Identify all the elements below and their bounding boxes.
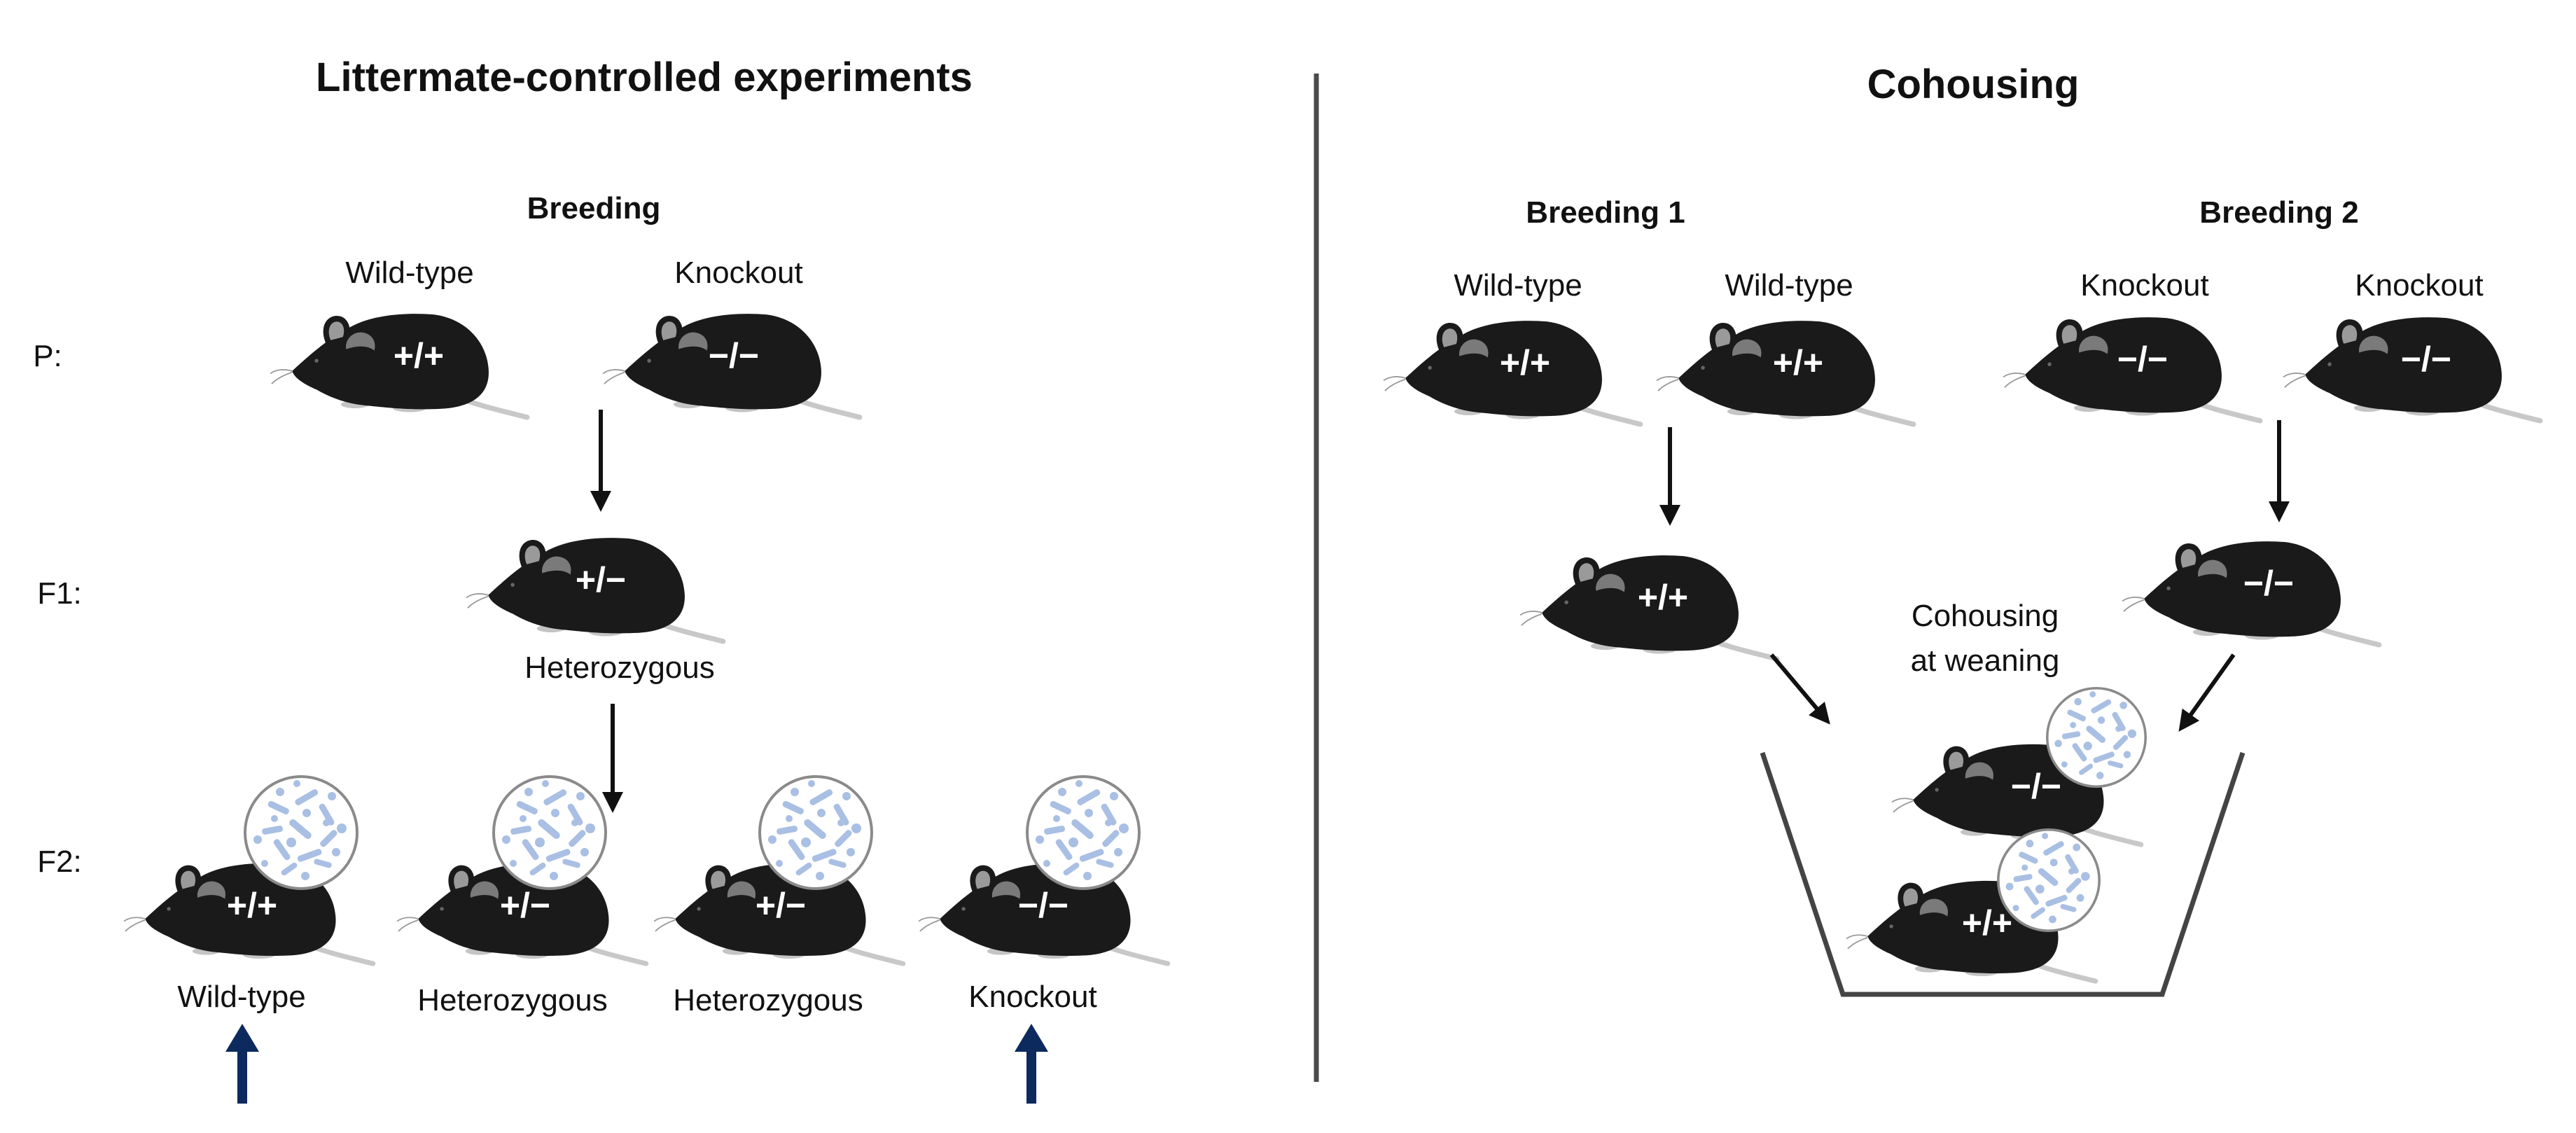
breeding1-parent-genotype: +/+ (1500, 343, 1550, 382)
f2-genotype: −/− (1018, 886, 1068, 925)
cohoused-mouse-wild-type: +/+ (1846, 828, 2101, 981)
mouse-icon: −/− (2122, 541, 2379, 645)
parent-genotype-knockout: −/− (709, 336, 759, 375)
breeding1-parent-label: Wild-type (1454, 268, 1582, 303)
f2-genotype: +/+ (227, 886, 277, 925)
f2-offspring-4: −/− Knockout (919, 775, 1168, 1014)
f1-label: Heterozygous (524, 651, 714, 685)
mouse-icon: +/+ (1384, 321, 1641, 424)
mouse-icon: +/+ (1520, 555, 1777, 659)
mouse-icon: +/+ (1657, 321, 1914, 424)
cohoused-mouse-knockout: −/− (1892, 687, 2147, 844)
generation-label-p: P: (33, 339, 62, 373)
f2-offspring-2: +/− Heterozygous (397, 775, 646, 1017)
f2-offspring-1: +/+ Wild-type (124, 775, 373, 1014)
parent-label-wild-type: Wild-type (345, 256, 473, 290)
selection-arrow-icon (225, 1024, 259, 1104)
generation-label-f2: F2: (37, 844, 82, 879)
generation-label-f1: F1: (37, 576, 82, 611)
selection-arrow-icon (1015, 1024, 1048, 1104)
breeding2-offspring-genotype: −/− (2243, 564, 2294, 603)
f2-offspring-3: +/− Heterozygous (654, 775, 903, 1017)
breeding2-parent-genotype: −/− (2401, 340, 2451, 379)
breeding1-heading: Breeding 1 (1526, 195, 1685, 230)
breeding2-parent-label: Knockout (2080, 268, 2208, 303)
cage-genotype: +/+ (1962, 903, 2012, 943)
mouse-icon: −/− (603, 314, 860, 417)
breeding1-parent-genotype: +/+ (1773, 343, 1823, 382)
f2-label: Knockout (968, 980, 1096, 1014)
left-panel: Littermate-controlled experiments Breedi… (33, 55, 1167, 1104)
f1-genotype: +/− (576, 560, 626, 599)
cage-genotype: −/− (2011, 767, 2061, 806)
arrow-icon (2178, 653, 2236, 732)
cohousing-label-line2: at weaning (1911, 644, 2060, 678)
f2-genotype: +/− (500, 886, 550, 925)
microbiota-icon (1026, 775, 1141, 890)
cage-icon (1760, 751, 2246, 997)
microbiota-icon (492, 775, 607, 890)
mouse-icon: −/− (2003, 317, 2260, 421)
breeding-heading: Breeding (527, 191, 661, 225)
f2-genotype: +/− (756, 886, 806, 925)
breeding1-offspring-genotype: +/+ (1638, 578, 1688, 617)
breeding1-parent-label: Wild-type (1725, 268, 1853, 303)
breeding2-parent-genotype: −/− (2117, 340, 2168, 379)
mouse-icon: −/− (2283, 317, 2540, 421)
mouse-icon: +/− (466, 538, 723, 641)
breeding2-heading: Breeding 2 (2199, 195, 2358, 230)
parent-genotype-wild-type: +/+ (394, 336, 444, 375)
breeding2-parent-label: Knockout (2355, 268, 2483, 303)
right-panel: Cohousing Breeding 1 Breeding 2 Wild-typ… (1384, 62, 2540, 997)
mouse-icon: +/+ (270, 314, 527, 417)
microbiota-icon (1997, 828, 2101, 932)
cohousing-label-line1: Cohousing (1912, 599, 2059, 633)
left-panel-title: Littermate-controlled experiments (316, 55, 973, 100)
microbiota-icon (758, 775, 873, 890)
parent-label-knockout: Knockout (674, 256, 802, 290)
arrow-icon (1769, 653, 1830, 725)
microbiota-icon (2046, 687, 2147, 788)
right-panel-title: Cohousing (1867, 62, 2080, 107)
f2-label: Heterozygous (417, 983, 607, 1017)
f2-label: Heterozygous (673, 983, 863, 1017)
microbiota-icon (244, 775, 358, 890)
f2-label: Wild-type (177, 980, 305, 1014)
